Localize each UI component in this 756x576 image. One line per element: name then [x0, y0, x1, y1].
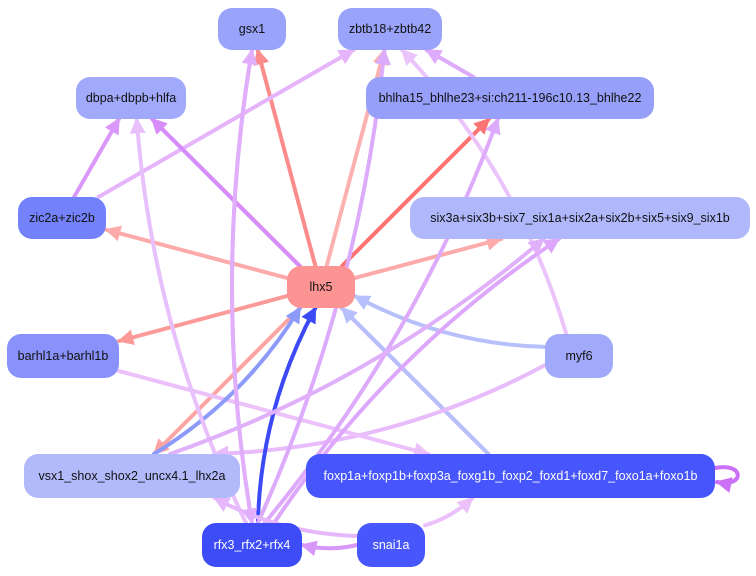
edge-rfx3-to-six3a: [272, 237, 561, 525]
node-label: rfx3_rfx2+rfx4: [213, 538, 291, 552]
node-label: zic2a+zic2b: [29, 211, 95, 225]
edge-lhx5-to-vsx1: [152, 306, 302, 456]
edge-lhx5-to-six3a: [353, 234, 504, 280]
node-bhlha15[interactable]: bhlha15_bhlhe23+si:ch211-196c10.13_bhlhe…: [366, 77, 654, 119]
node-dbpa[interactable]: dbpa+dbpb+hlfa: [76, 77, 186, 119]
node-label: snai1a: [372, 538, 410, 552]
edge-lhx5-to-gsx1: [253, 48, 318, 268]
edge-lhx5-to-zic2a: [104, 225, 289, 280]
node-label: six3a+six3b+six7_six1a+six2a+six2b+six5+…: [430, 211, 730, 225]
edge-lhx5-to-barhl1a: [117, 294, 289, 346]
edge-lhx5-to-bhlha15: [340, 117, 491, 268]
node-lhx5[interactable]: lhx5: [287, 266, 355, 308]
edge-rfx3-to-bhlha15: [262, 117, 501, 525]
node-label: barhl1a+barhl1b: [17, 349, 109, 363]
node-label: myf6: [565, 349, 593, 363]
edge-gsx1-to-rfx3: [230, 48, 258, 525]
node-label: foxp1a+foxp1b+foxp3a_foxg1b_foxp2_foxd1+…: [323, 469, 698, 483]
edge-zic2a-to-dbpa: [72, 117, 121, 199]
node-snai1a[interactable]: snai1a: [357, 523, 425, 567]
edge-snai1a-to-foxp1a: [423, 496, 475, 528]
node-label: bhlha15_bhlhe23+si:ch211-196c10.13_bhlhe…: [378, 91, 642, 105]
node-rfx3[interactable]: rfx3_rfx2+rfx4: [202, 523, 302, 567]
edge-myf6-to-lhx5: [353, 294, 547, 349]
node-six3a[interactable]: six3a+six3b+six7_six1a+six2a+six2b+six5+…: [410, 197, 750, 239]
node-gsx1[interactable]: gsx1: [218, 8, 286, 50]
node-myf6[interactable]: myf6: [545, 334, 613, 378]
node-foxp1a[interactable]: foxp1a+foxp1b+foxp3a_foxg1b_foxp2_foxd1+…: [306, 454, 715, 498]
edge-bhlha15-to-zbtb18: [424, 48, 476, 79]
edge-foxp1a-to-foxp1a: [713, 465, 740, 493]
node-vsx1[interactable]: vsx1_shox_shox2_uncx4.1_lhx2a: [24, 454, 240, 498]
node-zic2a[interactable]: zic2a+zic2b: [18, 197, 106, 239]
node-label: zbtb18+zbtb42: [348, 22, 432, 36]
edge-snai1a-to-rfx3: [300, 540, 359, 557]
node-zbtb18[interactable]: zbtb18+zbtb42: [338, 8, 442, 50]
node-label: dbpa+dbpb+hlfa: [85, 91, 177, 105]
edge-myf6-to-vsx1: [211, 363, 547, 462]
edge-foxp1a-to-lhx5: [340, 306, 491, 456]
node-label: lhx5: [309, 280, 333, 294]
node-label: vsx1_shox_shox2_uncx4.1_lhx2a: [38, 469, 226, 483]
node-label: gsx1: [238, 22, 266, 36]
node-barhl1a[interactable]: barhl1a+barhl1b: [7, 334, 119, 378]
edge-vsx1-to-six3a: [168, 237, 546, 456]
